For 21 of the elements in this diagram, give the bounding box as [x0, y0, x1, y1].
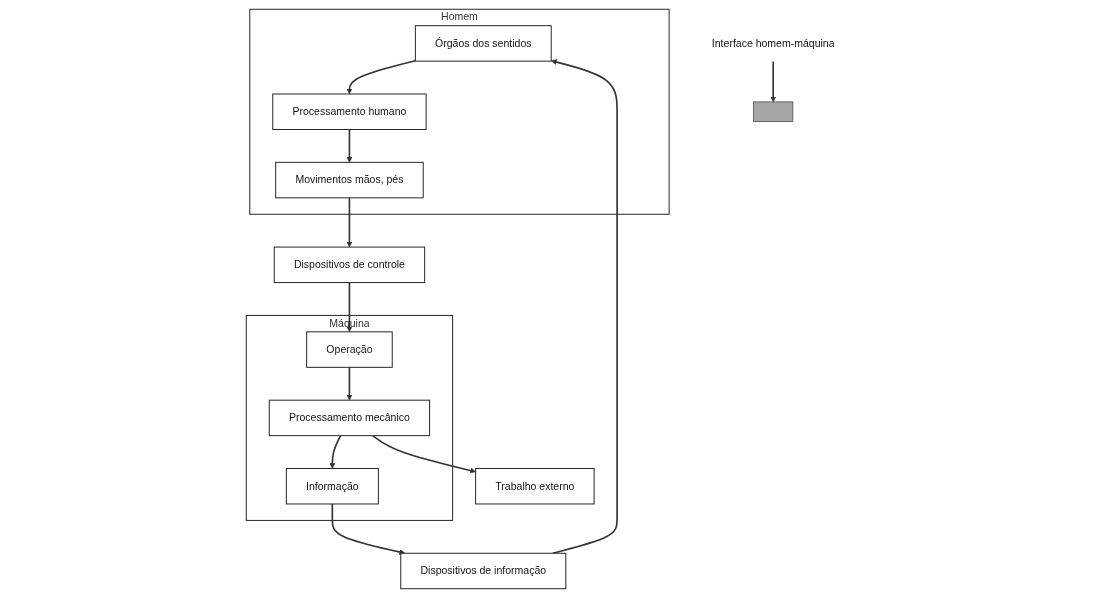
node-box: Trabalho externo — [475, 468, 595, 505]
node-box: Dispositivos de informação — [400, 552, 567, 590]
node-box: Processamento humano — [272, 93, 427, 130]
node-box: Informação — [286, 468, 380, 505]
arrow — [372, 434, 477, 474]
node-box: Processamento mecânico — [269, 399, 431, 437]
arrow — [331, 503, 406, 555]
arrow — [551, 59, 619, 555]
arrow — [329, 434, 342, 469]
arrow — [346, 281, 353, 333]
node-box: Órgãos dos sentidos — [415, 25, 552, 62]
node-text: Interface homem-máquina — [712, 37, 835, 49]
node-bar — [753, 101, 794, 122]
node-box: Movimentos mãos, pés — [275, 161, 424, 199]
arrow — [346, 59, 417, 95]
arrow — [770, 60, 777, 103]
node-box: Operação — [306, 331, 393, 368]
arrow — [346, 366, 353, 401]
arrow — [346, 128, 353, 163]
node-box: Dispositivos de controle — [273, 246, 426, 284]
arrow — [346, 197, 353, 248]
